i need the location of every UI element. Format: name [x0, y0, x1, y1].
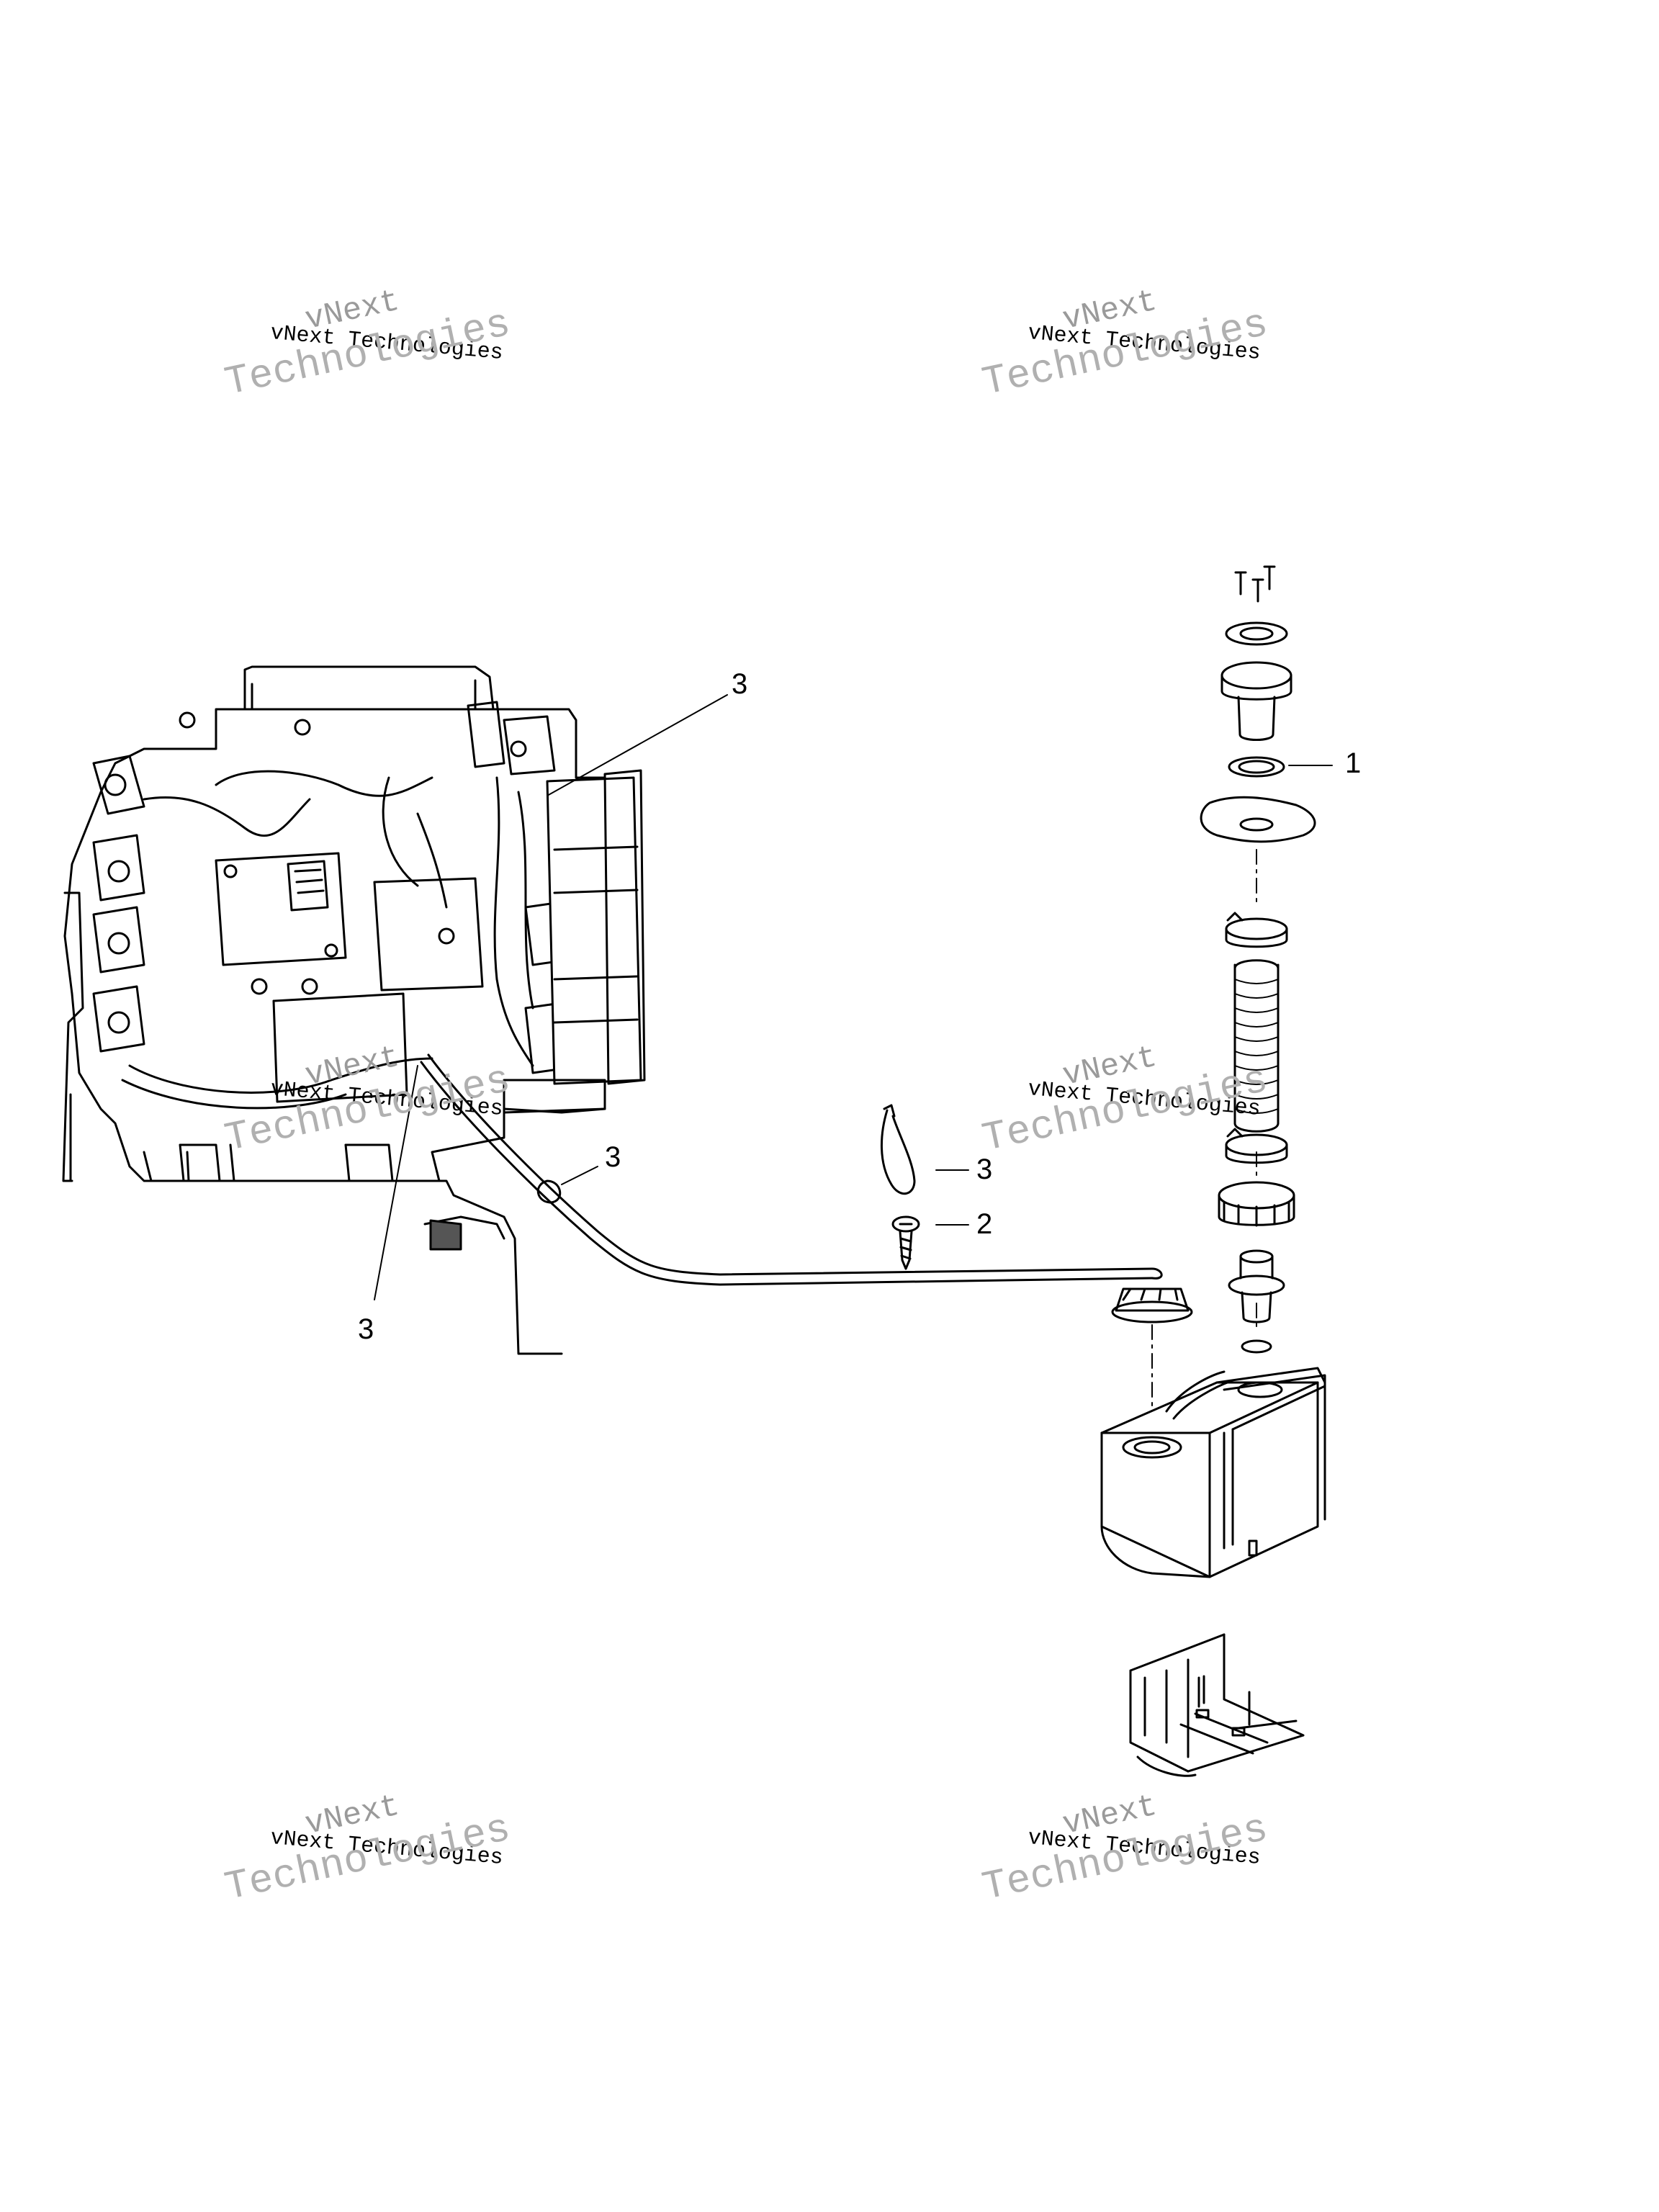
- callout-3-mid: 3: [605, 1141, 621, 1173]
- callout-3-legend: 3: [976, 1154, 993, 1185]
- callout-2: 2: [976, 1208, 993, 1240]
- cooler-block: [503, 769, 646, 1114]
- oil-hose: [420, 1053, 1193, 1323]
- callout-3-top: 3: [732, 668, 748, 700]
- callout-1: 1: [1345, 747, 1362, 779]
- engine-assembly: [62, 665, 606, 1355]
- legend-parts: [880, 1104, 969, 1270]
- filler-neck-stack: [1151, 565, 1333, 1412]
- callout-3-bottom: 3: [358, 1313, 374, 1345]
- tank-tray: [1129, 1633, 1305, 1777]
- callout-leaders: [374, 694, 728, 1300]
- oil-tank: [1100, 1367, 1326, 1578]
